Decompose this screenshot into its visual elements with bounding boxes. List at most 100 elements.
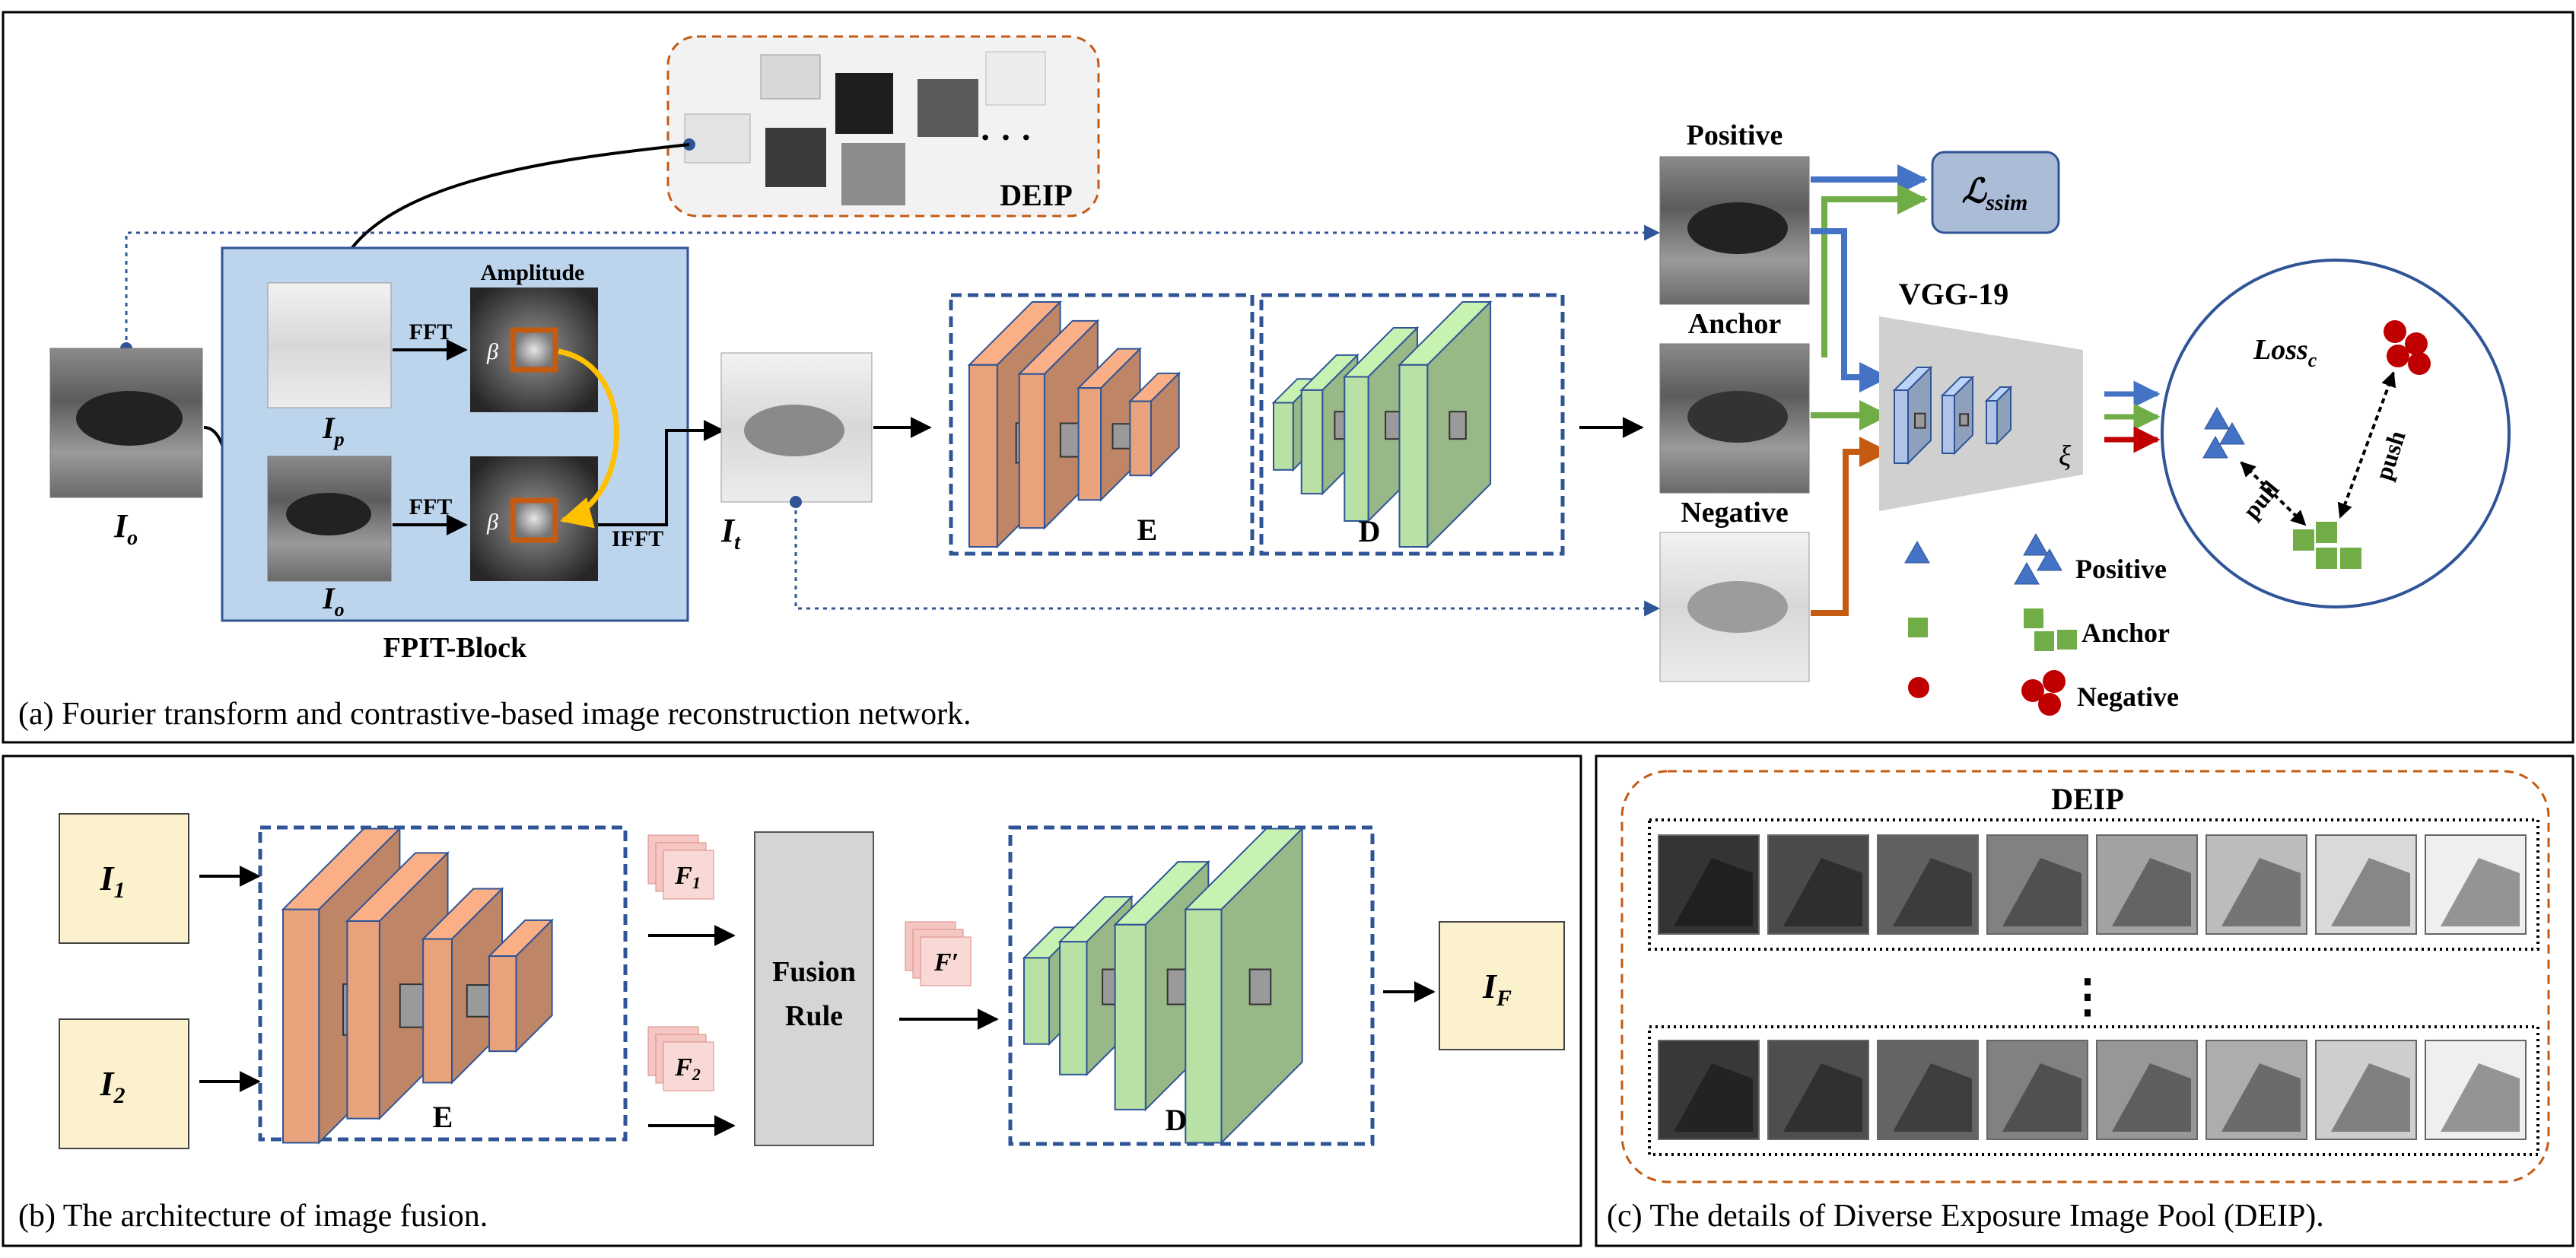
deconv-kernel	[1248, 968, 1272, 1005]
legend-positive-group	[2023, 532, 2049, 556]
thumbnail-scene	[2221, 1063, 2301, 1132]
feature-f2: F2	[647, 1026, 714, 1091]
anchor-cluster	[2293, 522, 2361, 569]
layer-front-face	[282, 908, 320, 1144]
i1-label: I1	[100, 859, 126, 903]
panel-c-border	[1595, 754, 2574, 1247]
anchor-square	[2316, 522, 2337, 543]
panel-a-border	[2, 11, 2574, 744]
exposure-thumbnail	[1767, 834, 1869, 935]
legend-negative-label: Negative	[2077, 681, 2179, 712]
thumbnail-scene	[2002, 1063, 2081, 1132]
negative-dot	[2387, 345, 2409, 367]
fusion-rule-line2: Rule	[785, 1000, 843, 1032]
conv-kernel	[1111, 423, 1131, 450]
thumbnail-scene	[1783, 858, 1862, 926]
deip-thumb	[760, 54, 821, 100]
vgg-label: VGG-19	[1899, 277, 2008, 311]
legend-positive-single	[1904, 540, 1930, 564]
beta-window-top	[510, 327, 558, 373]
exposure-row-1	[1658, 834, 2527, 935]
legend-negative-group	[2043, 670, 2066, 693]
exposure-thumbnail	[1767, 1040, 1869, 1140]
amplitude-swap-arrow	[558, 348, 619, 529]
exposure-row-2	[1658, 1040, 2527, 1140]
beta-symbol-bottom: β	[486, 510, 498, 535]
deip-thumb	[918, 79, 978, 137]
negative-label: Negative	[1681, 497, 1788, 529]
legend: Positive Anchor Negative	[1904, 532, 2179, 716]
deip-cloud: · · · DEIP	[666, 35, 1100, 218]
beta-symbol-top: β	[486, 339, 498, 364]
decoder-a-label: D	[1359, 514, 1381, 548]
encoder-layer	[487, 918, 555, 1053]
thumbnail-scene	[2112, 1063, 2191, 1132]
amplitude-top	[470, 287, 598, 412]
vgg-trapezoid	[1879, 316, 2083, 511]
decoder-layer	[1398, 300, 1493, 549]
feature-card	[663, 1041, 714, 1091]
encoder-b-label: E	[433, 1100, 453, 1134]
bear-silhouette	[286, 493, 371, 535]
deip-dots: · · ·	[979, 118, 1032, 157]
layer-front-face	[968, 364, 998, 548]
anchor-square	[2316, 548, 2337, 569]
vgg-layer	[1940, 375, 1975, 456]
panel-c-deip-label: DEIP	[2051, 782, 2124, 816]
thumbnail-scene	[2221, 858, 2301, 926]
exposure-row-2-frame	[1648, 1025, 2539, 1156]
fft-top-label: FFT	[409, 319, 453, 345]
f2-label: F2	[674, 1053, 701, 1084]
ip-photo	[267, 282, 392, 408]
xi-symbol: ξ	[2059, 440, 2072, 472]
layer-front-face	[1986, 400, 1998, 444]
deip-thumb	[835, 73, 893, 134]
anchor-square	[2293, 529, 2314, 551]
anchor-label: Anchor	[1688, 308, 1782, 340]
dotted-line-it-to-negative	[794, 502, 1661, 617]
legend-positive-group	[2014, 561, 2040, 585]
layer-front-face	[1894, 389, 1909, 464]
decoder-b: D	[1008, 825, 1375, 1146]
layer-front-face	[1023, 957, 1051, 1045]
fusion-rule-box	[754, 831, 874, 1146]
encoder-b: E	[258, 825, 628, 1145]
exposure-thumbnail	[2096, 834, 2198, 935]
legend-anchor-group	[2024, 608, 2043, 628]
legend-negative-single	[1908, 677, 1929, 698]
exposure-thumbnail	[1986, 1040, 2088, 1140]
triplet-images: Positive Anchor Negative	[1659, 119, 1810, 682]
bear-silhouette	[744, 405, 844, 456]
it-label: It	[720, 512, 741, 554]
decoder-layer	[1299, 353, 1360, 496]
positive-triangle	[2219, 421, 2245, 445]
encoder-layer	[1127, 371, 1181, 478]
positive-triangle	[2204, 406, 2230, 430]
deip-thumb	[841, 143, 905, 205]
panel-c-vdots: ⋮	[2065, 971, 2110, 1021]
input-i2: I2	[59, 1018, 189, 1149]
exposure-row-1-frame	[1648, 818, 2539, 951]
conv-kernel	[1959, 413, 1969, 427]
thumbnail-scene	[2002, 858, 2081, 926]
positive-cluster	[2202, 406, 2245, 459]
encoder-a: E	[949, 293, 1255, 556]
deip-thumb	[985, 51, 1046, 106]
bear-silhouette	[1687, 202, 1788, 254]
legend-negative-group	[2038, 693, 2061, 716]
negative-cluster	[2384, 320, 2431, 375]
loss-c-circle: Lossc pull push	[2161, 259, 2511, 608]
vgg-layer	[1892, 365, 1933, 465]
intermediate-it: It	[720, 352, 873, 554]
exposure-thumbnail	[1986, 834, 2088, 935]
fprime-label: F′	[933, 948, 959, 977]
input-io: Io	[49, 348, 203, 550]
layer-front-face	[1344, 376, 1369, 522]
thumbnail-scene	[2441, 858, 2520, 926]
exposure-thumbnail	[2096, 1040, 2198, 1140]
legend-anchor-group	[2057, 630, 2077, 650]
bear-silhouette	[1687, 391, 1788, 443]
legend-positive-label: Positive	[2075, 554, 2167, 584]
encoder-a-label: E	[1137, 513, 1158, 547]
deip-thumb	[684, 113, 751, 164]
